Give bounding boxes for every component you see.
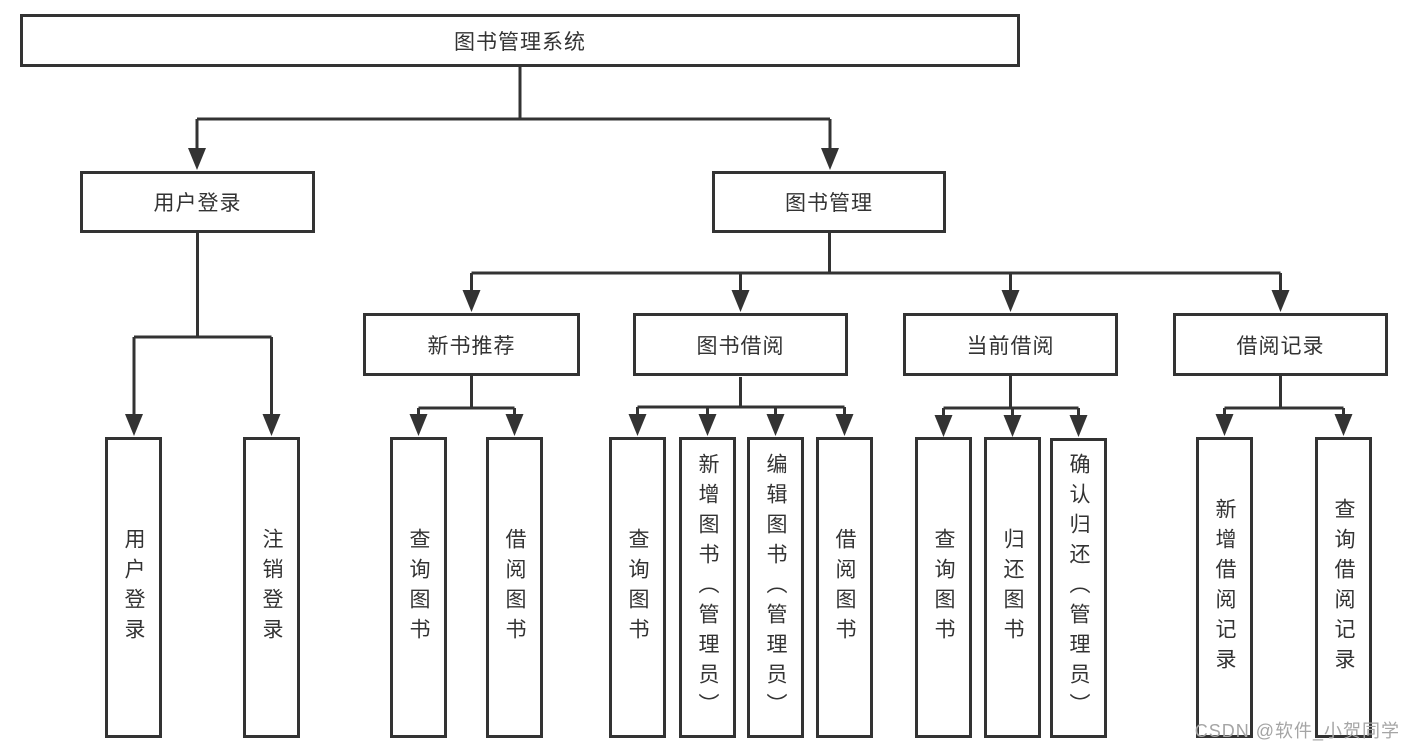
leaf-logout-label: 注销登录 (260, 527, 283, 648)
leaf-current-query-book-label: 查询图书 (932, 527, 955, 648)
leaf-borrow-add-book-admin: 新增图书（管理员） (679, 437, 736, 738)
node-current-borrow: 当前借阅 (903, 313, 1118, 376)
csdn-watermark: CSDN @软件_小贺同学 (1194, 721, 1400, 741)
leaf-borrow-borrow-book-label: 借阅图书 (833, 527, 856, 648)
leaf-borrow-borrow-book: 借阅图书 (816, 437, 873, 738)
leaf-borrow-edit-book-admin: 编辑图书（管理员） (747, 437, 804, 738)
leaf-borrow-edit-book-admin-label: 编辑图书（管理员） (764, 452, 787, 723)
leaf-recommend-query-book-label: 查询图书 (407, 527, 430, 648)
node-user-login-label: 用户登录 (153, 192, 242, 215)
leaf-recommend-query-book: 查询图书 (390, 437, 447, 738)
arrowheads (125, 148, 1353, 437)
node-user-login: 用户登录 (80, 171, 315, 233)
node-library-system-label: 图书管理系统 (454, 30, 586, 54)
node-book-management-label: 图书管理 (785, 192, 873, 215)
leaf-current-return-book-label: 归还图书 (1001, 527, 1024, 648)
leaf-user-login: 用户登录 (105, 437, 162, 738)
leaf-logout: 注销登录 (243, 437, 300, 738)
connector-paths (132, 67, 1345, 419)
leaf-record-add-record-label: 新增借阅记录 (1213, 497, 1236, 678)
node-library-system: 图书管理系统 (20, 14, 1020, 67)
node-borrow-record-label: 借阅记录 (1236, 334, 1325, 358)
node-borrow-record: 借阅记录 (1173, 313, 1388, 376)
node-book-borrow-label: 图书借阅 (696, 334, 785, 358)
leaf-current-confirm-return-admin-label: 确认归还（管理员） (1067, 453, 1090, 723)
leaf-recommend-borrow-book-label: 借阅图书 (503, 527, 526, 648)
leaf-borrow-query-book: 查询图书 (609, 437, 666, 738)
leaf-recommend-borrow-book: 借阅图书 (486, 437, 543, 738)
node-book-borrow: 图书借阅 (633, 313, 848, 376)
node-current-borrow-label: 当前借阅 (966, 334, 1055, 358)
leaf-borrow-query-book-label: 查询图书 (626, 527, 649, 648)
leaf-current-return-book: 归还图书 (984, 437, 1041, 738)
leaf-record-query-record: 查询借阅记录 (1315, 437, 1372, 738)
node-new-book-recommend-label: 新书推荐 (427, 334, 516, 358)
leaf-borrow-add-book-admin-label: 新增图书（管理员） (696, 452, 719, 723)
leaf-record-add-record: 新增借阅记录 (1196, 437, 1253, 738)
leaf-current-query-book: 查询图书 (915, 437, 972, 738)
leaf-record-query-record-label: 查询借阅记录 (1332, 497, 1355, 678)
leaf-current-confirm-return-admin: 确认归还（管理员） (1050, 438, 1107, 738)
node-book-management: 图书管理 (712, 171, 946, 233)
leaf-user-login-label: 用户登录 (122, 527, 145, 648)
node-new-book-recommend: 新书推荐 (363, 313, 580, 376)
